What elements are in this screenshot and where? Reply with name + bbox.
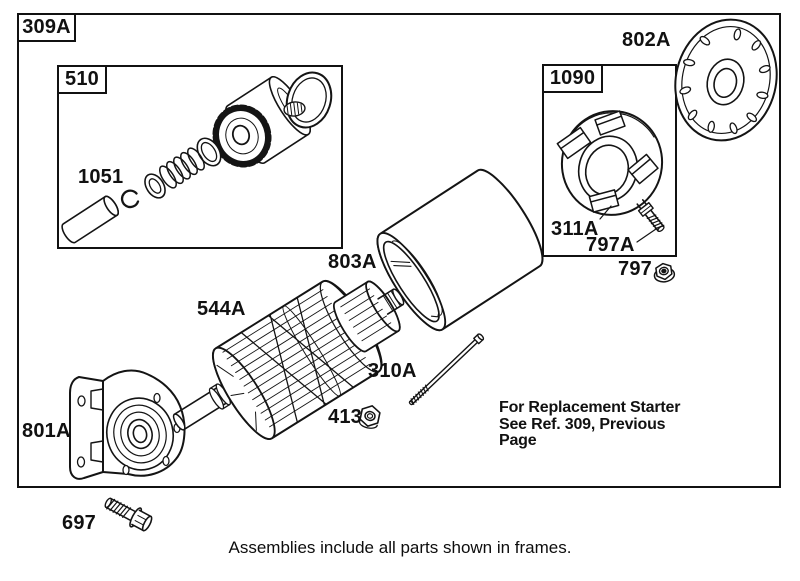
- brush-holder-drawing: [556, 110, 664, 216]
- clutch-washer-drawing: [196, 137, 222, 167]
- replacement-note-line2: See Ref. 309, Previous: [499, 415, 666, 433]
- main-frame-label: 309A: [17, 13, 76, 42]
- main-assembly-frame: [17, 13, 781, 488]
- label-armature: 544A: [197, 298, 246, 320]
- replacement-note: For Replacement Starter See Ref. 309, Pr…: [499, 399, 749, 450]
- main-frame-label-text: 309A: [22, 16, 71, 38]
- replacement-note-line3: Page: [499, 432, 537, 449]
- label-end-cap: 802A: [622, 29, 671, 51]
- brush-frame-label-text: 1090: [549, 67, 596, 89]
- label-brush-assembly: 311A: [551, 218, 599, 240]
- replacement-note-line1: For Replacement Starter: [499, 399, 681, 416]
- terminal-stud-drawing: [636, 199, 665, 233]
- housing-drawing: [376, 168, 544, 332]
- brush-leader-line: [599, 205, 612, 220]
- label-terminal-nut: 797: [618, 258, 652, 280]
- armature-drawing: [172, 279, 405, 440]
- stud-leader-line: [636, 228, 657, 243]
- mount-bolt-697-drawing: [104, 497, 153, 532]
- return-spring-drawing: [159, 147, 205, 189]
- through-bolt-drawing: [408, 333, 485, 406]
- snap-ring-drawing: [120, 189, 140, 209]
- drive-frame-label: 510: [57, 65, 107, 94]
- drive-frame-label-text: 510: [65, 68, 99, 90]
- brush-frame-label: 1090: [542, 64, 603, 93]
- label-hex-nut: 413: [328, 406, 362, 428]
- spring-collar-drawing: [144, 173, 166, 199]
- hex-nut-413-drawing: [358, 405, 381, 429]
- label-roller-pin: 1051: [78, 166, 124, 188]
- pinion-gear-drawing: [212, 104, 272, 168]
- end-cap-drawing: [674, 18, 778, 142]
- label-housing: 803A: [328, 251, 377, 273]
- brush-assembly-frame: [542, 64, 677, 257]
- label-terminal-stud: 797A: [586, 234, 635, 256]
- roller-pin-drawing: [61, 195, 120, 244]
- terminal-nut-797-drawing: [653, 262, 676, 283]
- drive-assembly-frame: [57, 65, 343, 249]
- label-bracket: 801A: [22, 420, 71, 442]
- page-caption: Assemblies include all parts shown in fr…: [228, 538, 572, 557]
- bracket-drawing: [69, 369, 186, 480]
- label-mount-bolt: 697: [62, 512, 96, 534]
- label-through-bolt: 310A: [368, 360, 417, 382]
